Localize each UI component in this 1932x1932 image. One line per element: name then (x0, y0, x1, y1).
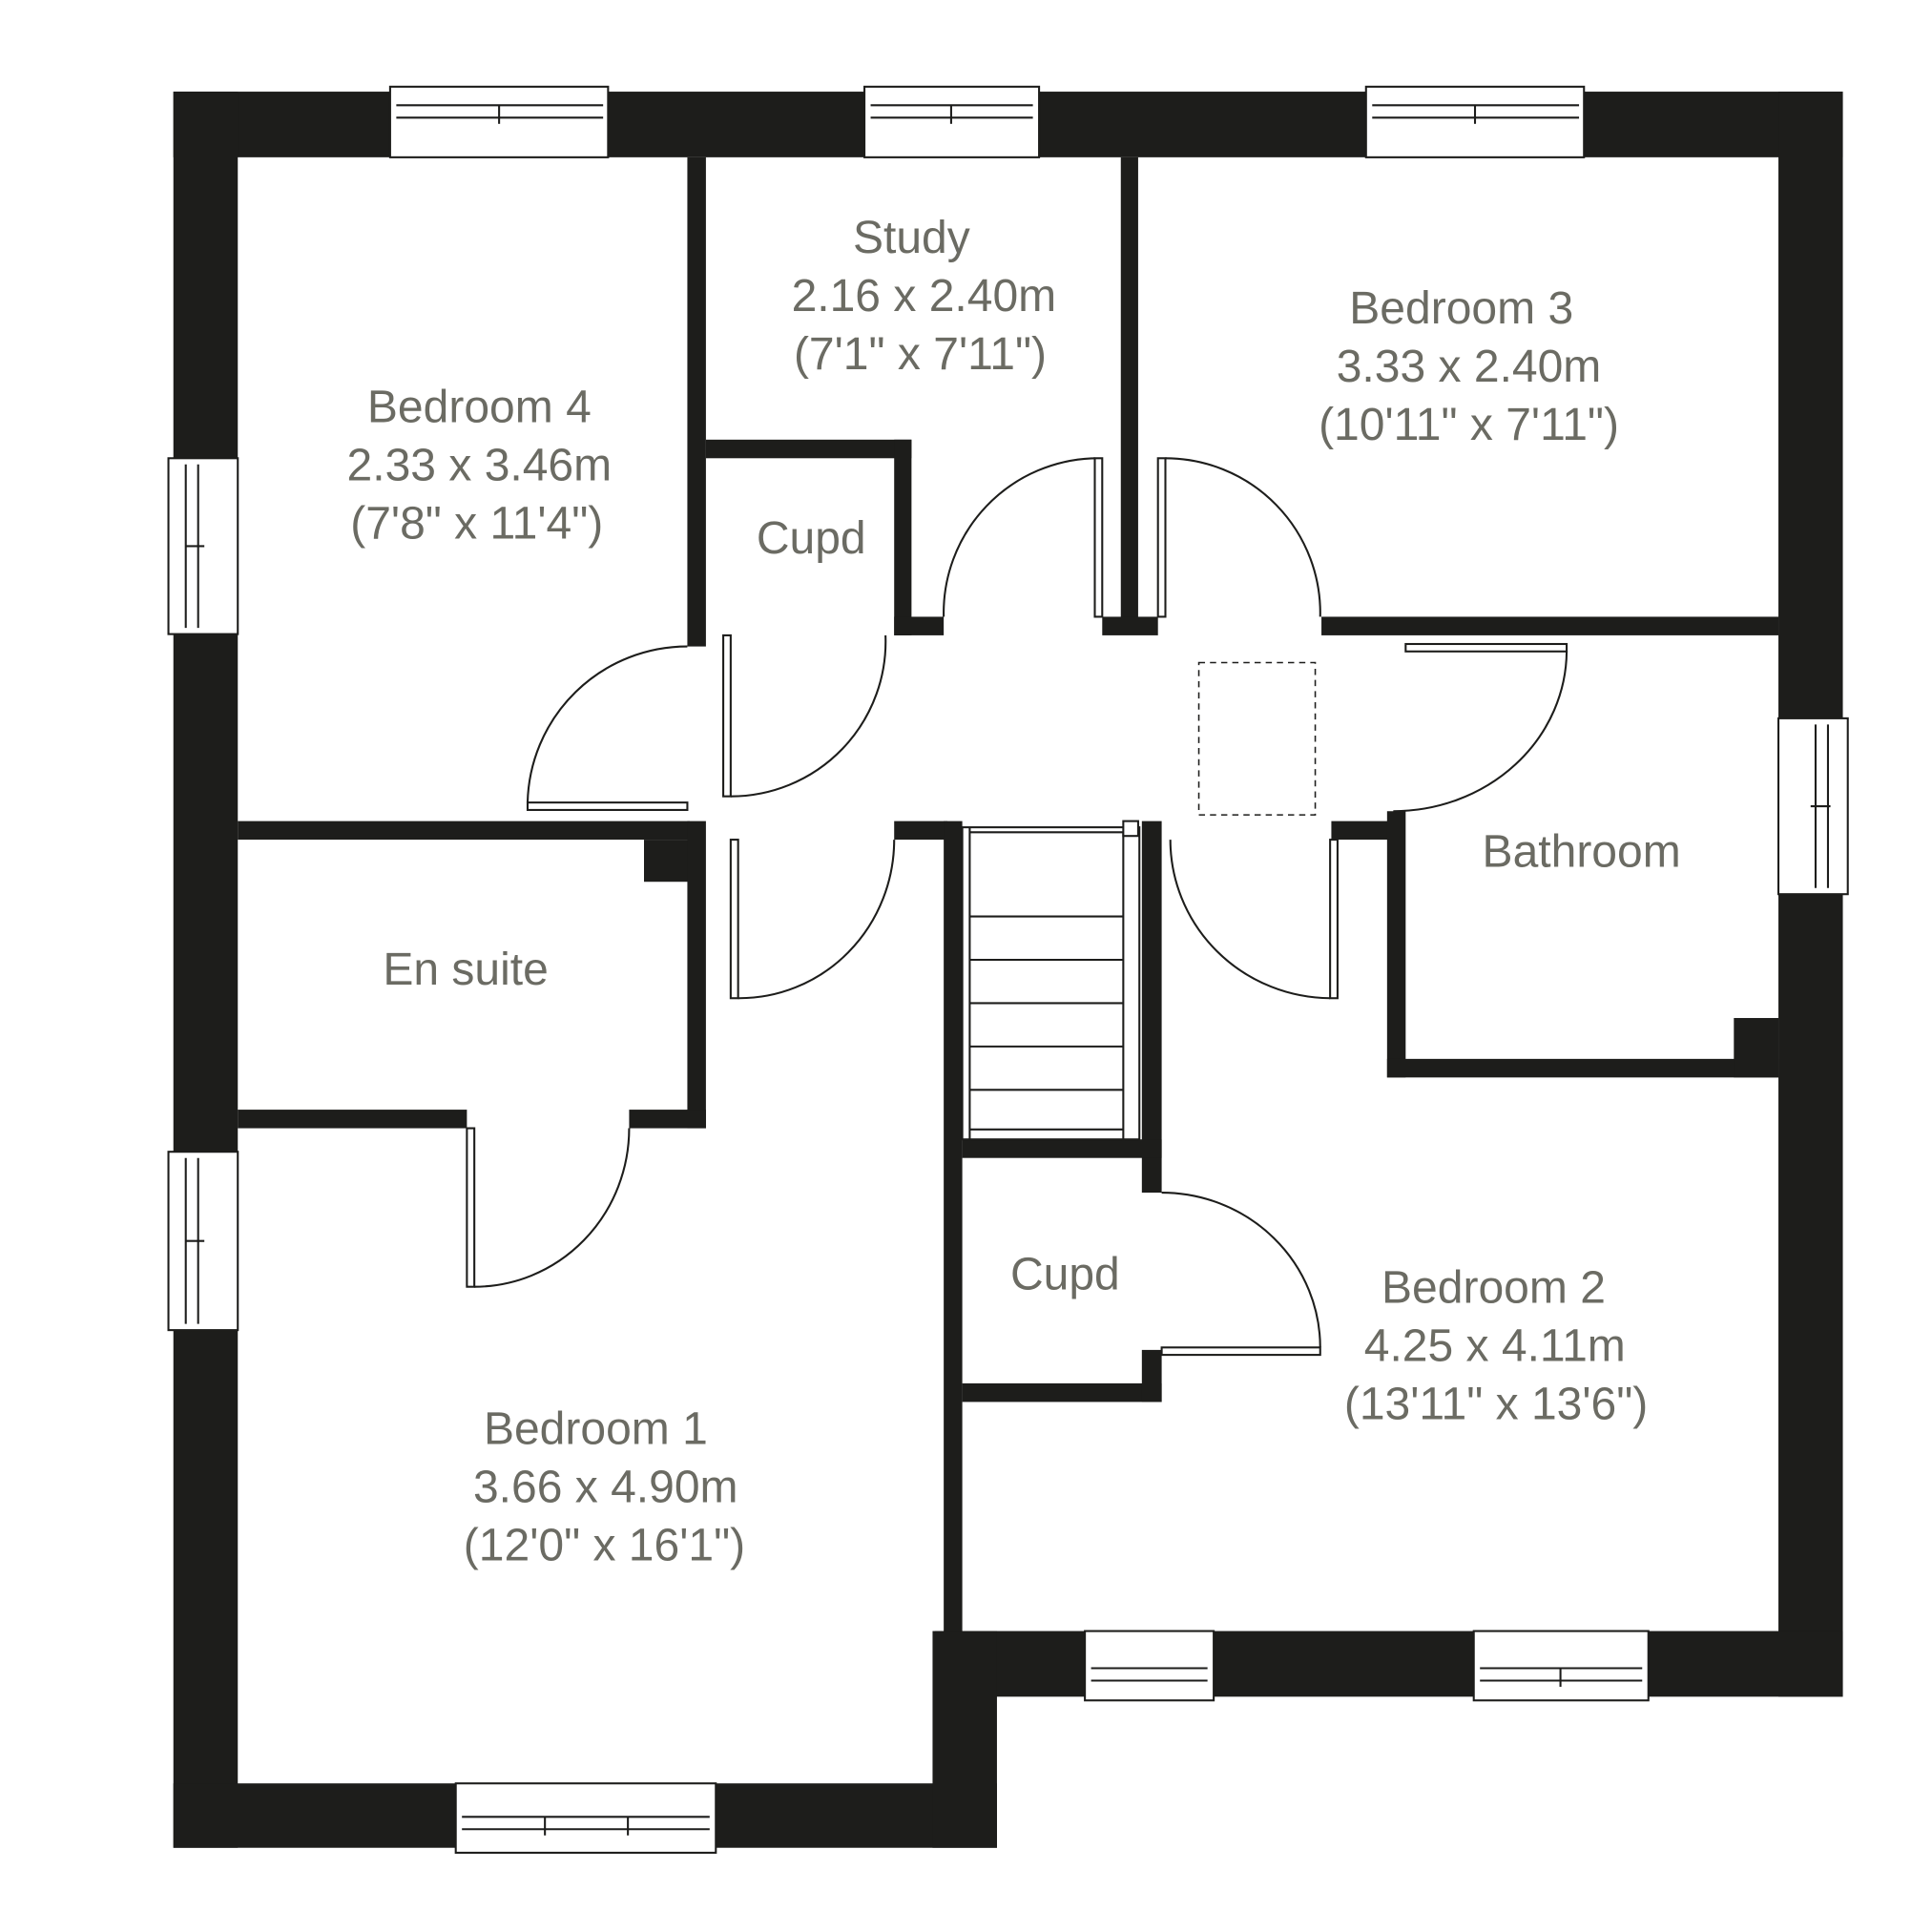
door-bedroom-2 (1169, 839, 1339, 1000)
window-study (863, 85, 1041, 158)
label-cupd-1: Cupd (757, 513, 866, 564)
label-bedroom-4-metric: 2.33 x 3.46m (347, 441, 613, 491)
door-bedroom-3 (1156, 457, 1321, 618)
label-bedroom-2-imperial: (13'11" x 13'6") (1344, 1380, 1648, 1430)
window-bedroom-2-left (1084, 1630, 1215, 1702)
internal-walls (238, 156, 1779, 1632)
window-bedroom-1-side (167, 1151, 239, 1332)
door-en-suite (466, 1127, 631, 1288)
door-bedroom-1 (729, 839, 896, 1000)
window-bathroom (1777, 717, 1849, 896)
label-bedroom-1-name: Bedroom 1 (484, 1404, 708, 1455)
label-bedroom-3-imperial: (10'11" x 7'11") (1319, 400, 1619, 450)
label-bedroom-3-name: Bedroom 3 (1349, 283, 1573, 334)
door-bathroom (1393, 642, 1568, 813)
label-study-metric: 2.16 x 2.40m (792, 271, 1057, 322)
window-bedroom-3 (1364, 85, 1586, 158)
label-bedroom-4-imperial: (7'8" x 11'4") (350, 499, 603, 550)
label-bedroom-1-imperial: (12'0" x 16'1") (464, 1521, 745, 1571)
label-study-imperial: (7'1" x 7'11") (794, 329, 1047, 380)
door-bedroom-4 (526, 645, 689, 811)
label-bedroom-1-metric: 3.66 x 4.90m (473, 1463, 738, 1513)
label-cupd-2: Cupd (1010, 1249, 1120, 1299)
label-bedroom-2-name: Bedroom 2 (1381, 1263, 1606, 1314)
windows (167, 85, 1849, 1854)
label-bedroom-3-metric: 3.33 x 2.40m (1337, 342, 1602, 392)
window-bedroom-4-side (167, 457, 239, 635)
door-study (943, 457, 1104, 618)
doors (466, 457, 1568, 1357)
room-labels: Bedroom 4 2.33 x 3.46m (7'8" x 11'4") St… (347, 213, 1681, 1571)
stairs (961, 820, 1141, 1141)
label-en-suite: En suite (383, 945, 549, 995)
loft-hatch (1197, 661, 1317, 816)
label-bathroom: Bathroom (1483, 827, 1681, 878)
label-bedroom-4-name: Bedroom 4 (367, 383, 592, 433)
window-bedroom-4-top (388, 85, 610, 158)
door-cupd-2 (1160, 1192, 1321, 1357)
window-bedroom-2-right (1472, 1630, 1650, 1702)
label-bedroom-2-metric: 4.25 x 4.11m (1364, 1321, 1626, 1372)
door-cupd-1 (722, 634, 887, 798)
label-study-name: Study (853, 213, 970, 263)
window-bedroom-1-bottom (454, 1782, 717, 1854)
